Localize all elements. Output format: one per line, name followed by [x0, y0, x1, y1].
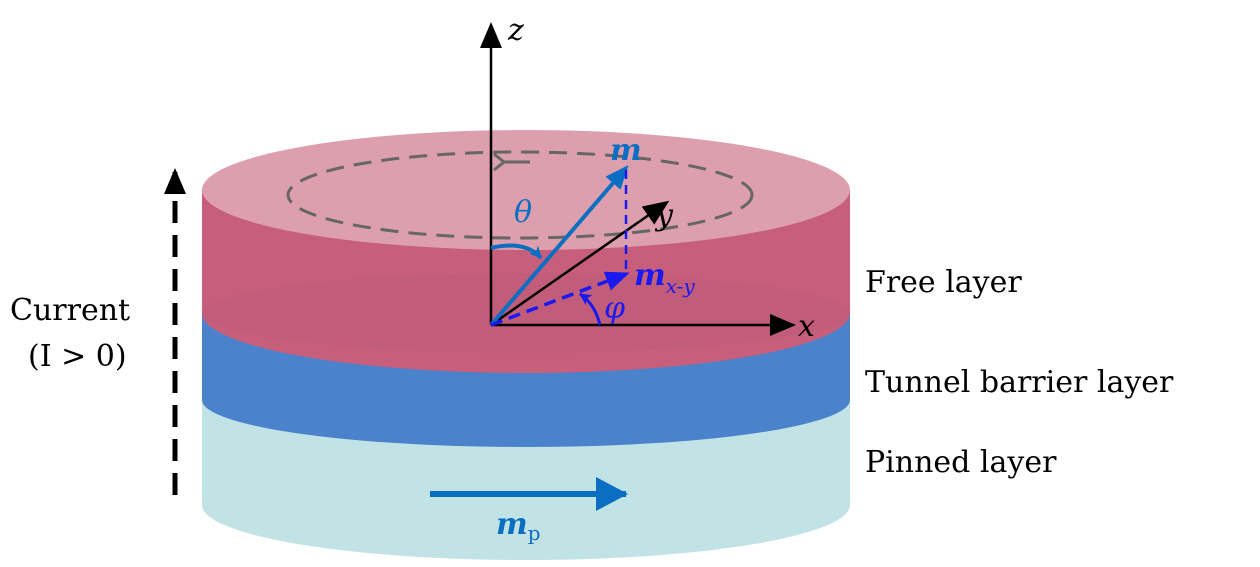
mp-subscript: p [528, 521, 541, 545]
m-xy-label: mx-y [634, 258, 695, 298]
z-axis-label: z [507, 13, 524, 48]
current-condition-label: (I > 0) [28, 339, 127, 374]
y-axis [490, 200, 670, 327]
theta-label: θ [514, 195, 532, 230]
phi-arc [579, 292, 602, 326]
pinned-layer-label: Pinned layer [865, 445, 1057, 480]
mp-main: m [496, 507, 528, 542]
phi-label: φ [604, 291, 625, 326]
y-axis-label: y [654, 198, 674, 233]
theta-arc [490, 243, 543, 260]
precession-orbit [286, 150, 754, 240]
current-label: Current [10, 293, 130, 328]
m-xy-vector [490, 271, 630, 327]
m-label: m [610, 133, 642, 168]
free-layer [202, 130, 850, 373]
m-xy-subscript: x-y [666, 274, 696, 298]
tunnel-barrier-layer-label: Tunnel barrier layer [865, 365, 1174, 400]
mp-label: mp [496, 507, 541, 545]
free-layer-label: Free layer [865, 265, 1022, 300]
m-xy-main: m [634, 258, 666, 293]
m-vector [489, 164, 629, 327]
x-axis-label: x [798, 309, 815, 344]
